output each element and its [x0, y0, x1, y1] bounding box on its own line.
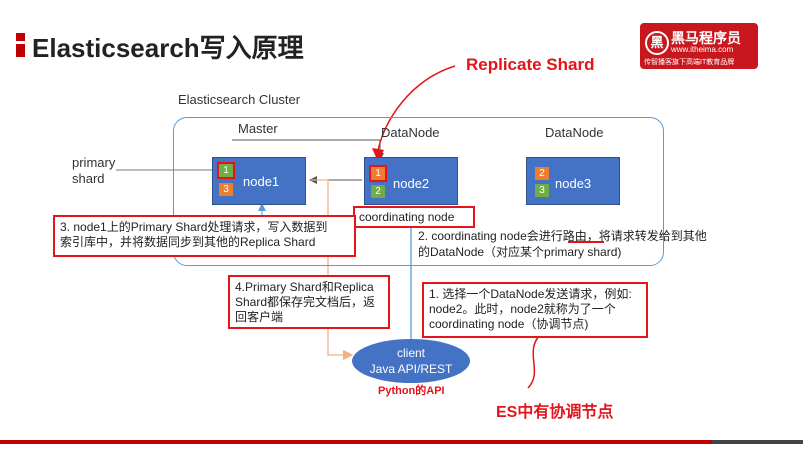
logo-slogan: 传智播客旗下高端IT教育品牌: [644, 59, 735, 66]
cluster-title: Elasticsearch Cluster: [178, 92, 301, 107]
client-node: client Java API/REST: [352, 339, 470, 383]
node-name: node1: [243, 174, 280, 189]
page-title: Elasticsearch写入原理: [32, 33, 304, 63]
client-label: client: [396, 346, 425, 360]
return-path: [311, 179, 354, 361]
node-name: node3: [555, 176, 592, 191]
step1-line: node2。此时，node2就称为了一个: [429, 302, 616, 316]
title-marker: [16, 33, 25, 57]
shard-primary-2: 2: [371, 185, 385, 198]
step2-text: 2. coordinating node会进行路由，将请求转发给到其他 的Dat…: [418, 228, 707, 260]
annotation-python-api: Python的API: [378, 385, 445, 397]
step2-line: 2. coordinating node会进行路由，将请求转发给到其他: [418, 229, 707, 243]
step4-box: 4.Primary Shard和Replica Shard都保存完文档后，返 回…: [228, 275, 390, 329]
footer-bar: [0, 440, 712, 444]
step4-line: 回客户端: [235, 310, 284, 324]
step3-line: 索引库中，并将数据同步到其他的Replica Shard: [60, 235, 316, 249]
role-datanode: DataNode: [381, 125, 440, 140]
step1-line: coordinating node（协调节点): [429, 317, 589, 331]
shard-primary-1: 1: [217, 162, 235, 179]
annotation-es-coordinating: ES中有协调节点: [496, 404, 614, 421]
shard-replica-1: 1: [369, 165, 387, 182]
logo-icon: 黑: [645, 31, 669, 55]
step4-line: 4.Primary Shard和Replica: [235, 280, 374, 294]
shard-replica-3: 3: [219, 183, 233, 196]
shard-replica-2: 2: [535, 167, 549, 180]
role-master: Master: [238, 121, 278, 136]
node-name: node2: [393, 176, 430, 191]
step1-box: 1. 选择一个DataNode发送请求，例如: node2。此时，node2就称…: [422, 282, 648, 338]
brand-logo: 黑 黑马程序员 www.itheima.com 传智播客旗下高端IT教育品牌: [640, 23, 758, 69]
step3-box: 3. node1上的Primary Shard处理请求，写入数据到 索引库中，并…: [53, 215, 356, 257]
node-box-node1: 1 3 node1: [212, 157, 306, 205]
step4-line: Shard都保存完文档后，返: [235, 295, 376, 309]
role-datanode: DataNode: [545, 125, 604, 140]
step3-line: 3. node1上的Primary Shard处理请求，写入数据到: [60, 220, 328, 234]
coordinating-node-label: coordinating node: [353, 206, 475, 228]
cluster-boundary: [173, 117, 664, 266]
logo-name: 黑马程序员: [671, 30, 741, 46]
shard-primary-3: 3: [535, 184, 549, 197]
logo-url: www.itheima.com: [671, 45, 734, 54]
annotation-replicate-shard: Replicate Shard: [466, 55, 595, 74]
primary-shard-label: shard: [72, 171, 105, 186]
node-box-node2: 1 2 node2: [364, 157, 458, 205]
node-box-node3: 2 3 node3: [526, 157, 620, 205]
primary-shard-label: primary: [72, 155, 116, 170]
step1-line: 1. 选择一个DataNode发送请求，例如:: [429, 287, 632, 301]
client-api-label: Java API/REST: [369, 362, 453, 376]
step2-line: 的DataNode（对应某个primary shard): [418, 245, 622, 259]
footer-bar-dark: [712, 440, 803, 444]
